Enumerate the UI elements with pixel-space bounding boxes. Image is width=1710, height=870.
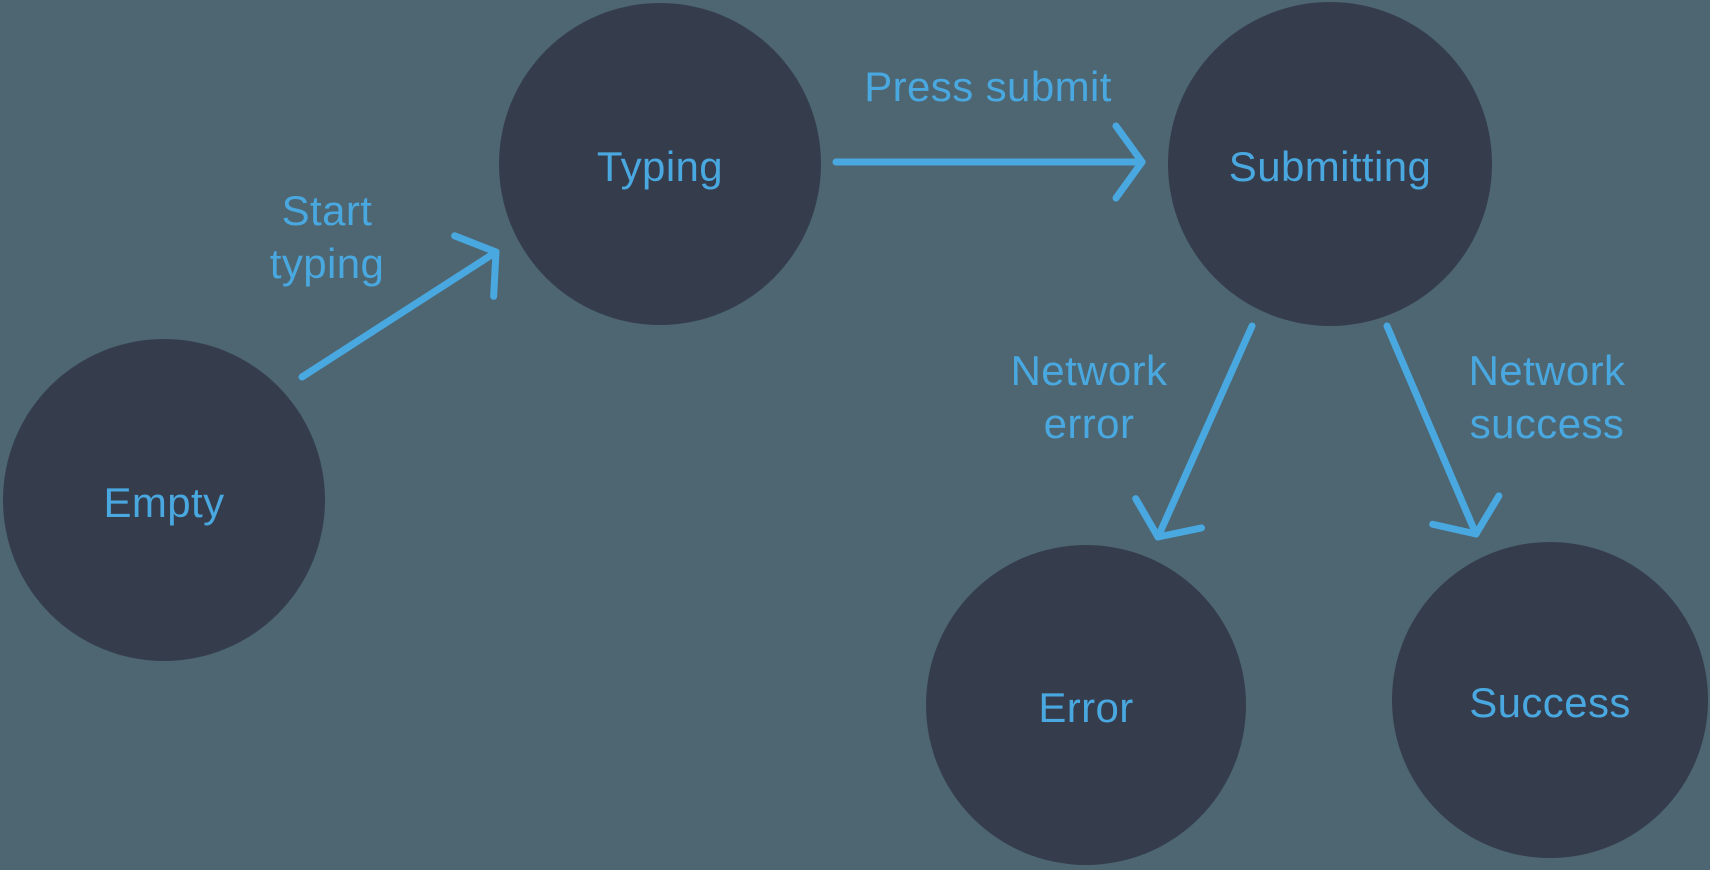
edge-label-line: Start — [281, 187, 373, 234]
state-node-submitting: Submitting — [1168, 2, 1492, 326]
edge-label-start-typing: Start typing — [177, 184, 477, 290]
edge-label-network-error: Network error — [939, 344, 1239, 450]
state-label-submitting: Submitting — [1228, 143, 1432, 190]
edge-label-line: success — [1469, 400, 1625, 447]
edge-label-line: Network — [1468, 347, 1626, 394]
edge-label-line: Press submit — [864, 63, 1112, 110]
edge-label-line: error — [1043, 400, 1135, 447]
state-label-success: Success — [1469, 679, 1631, 726]
state-label-error: Error — [1038, 684, 1134, 731]
edge-label-network-success: Network success — [1397, 344, 1697, 450]
edge-label-line: typing — [269, 240, 385, 287]
edge-label-press-submit: Press submit — [838, 60, 1138, 113]
edge-network-success-arrow — [1383, 322, 1503, 538]
state-label-empty: Empty — [103, 479, 225, 526]
edge-start-typing-arrow — [298, 232, 500, 381]
edge-label-line: Network — [1010, 347, 1168, 394]
state-node-typing: Typing — [499, 3, 821, 325]
state-node-empty: Empty — [3, 339, 325, 661]
state-label-typing: Typing — [596, 143, 724, 190]
state-node-error: Error — [926, 545, 1246, 865]
state-node-success: Success — [1392, 542, 1708, 858]
edge-network-error-arrow — [1132, 322, 1256, 541]
